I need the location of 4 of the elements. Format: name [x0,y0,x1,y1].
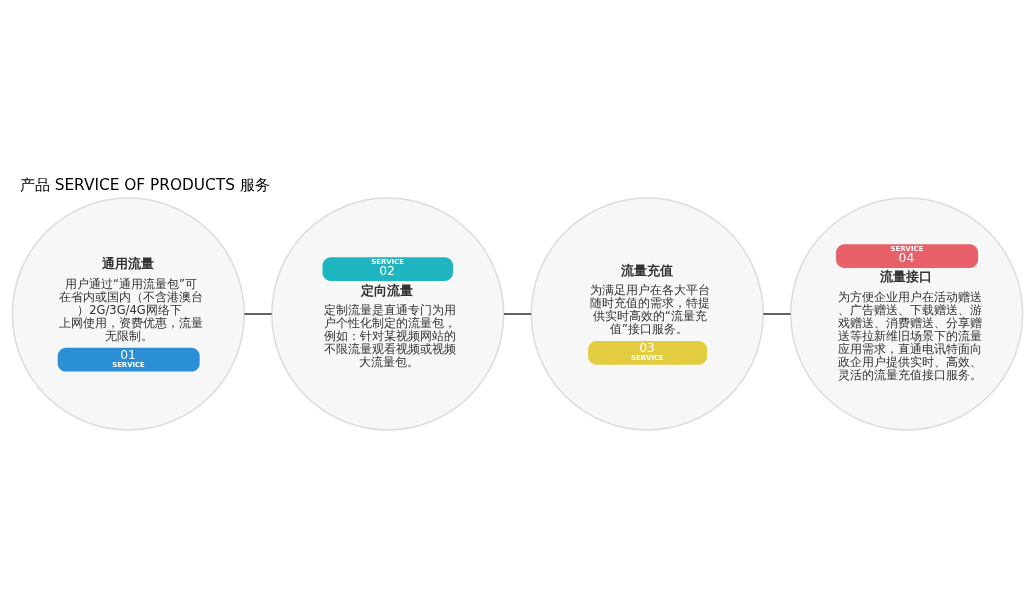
connector [243,313,273,315]
connector [762,313,792,315]
diagram-title: 产品 SERVICE OF PRODUCTS 服务 [19,176,270,195]
connector [503,313,532,315]
